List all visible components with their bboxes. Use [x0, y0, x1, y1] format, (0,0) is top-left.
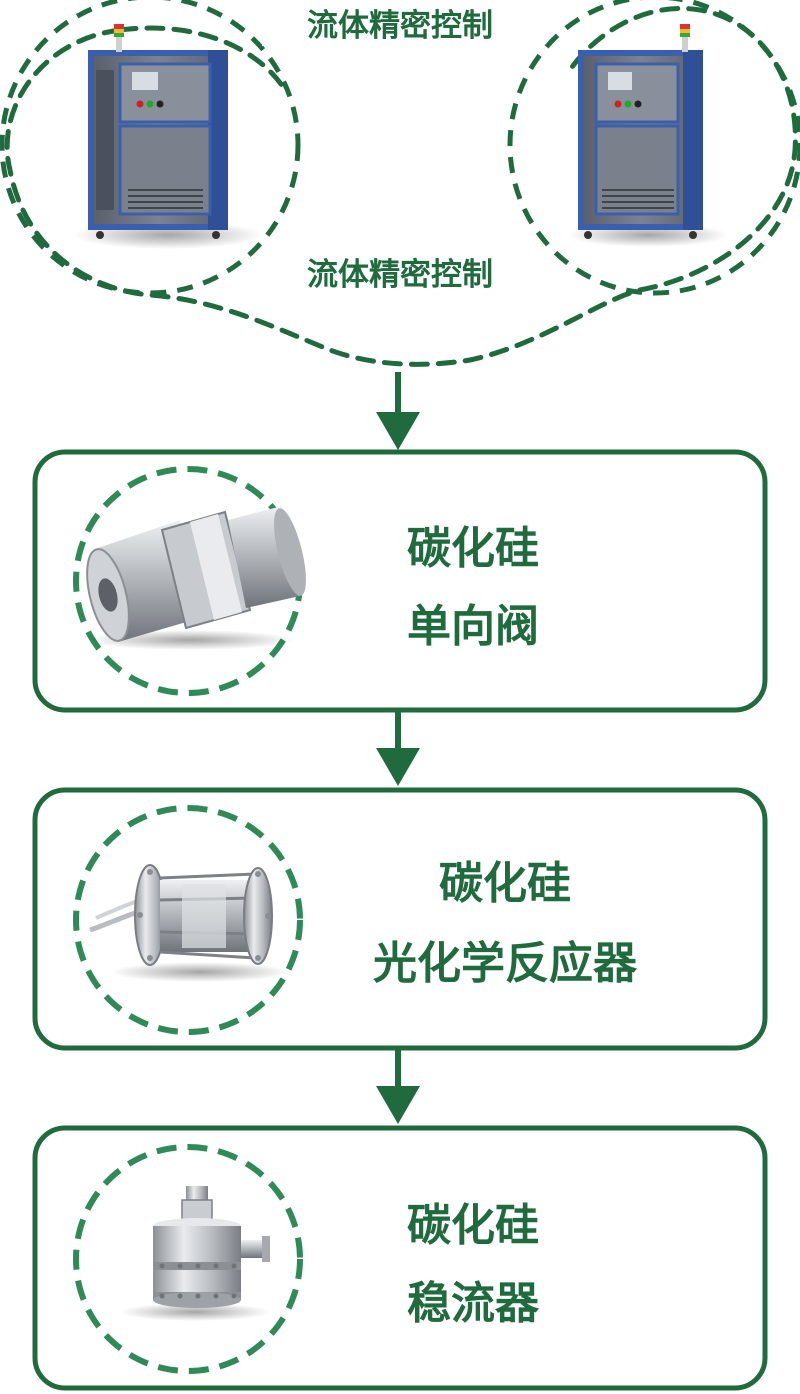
flow-arrow — [376, 1050, 420, 1124]
flow-arrow — [376, 372, 420, 450]
step-title-line2: 单向阀 — [407, 601, 539, 652]
photochemical-reactor-icon — [89, 864, 290, 982]
step-title-line1: 碳化硅 — [407, 523, 539, 574]
product-dashed-circle — [73, 1144, 303, 1374]
flow-stabilizer-icon — [120, 1186, 270, 1321]
chiller-cabinet-icon — [568, 24, 728, 247]
step-card-flow-stabilizer: 碳化硅 稳流器 — [32, 1125, 768, 1391]
left-dashed-circle — [0, 0, 301, 296]
cluster-label-top: 流体精密控制 — [307, 8, 493, 44]
cluster-outline — [4, 6, 798, 367]
check-valve-icon — [85, 506, 306, 650]
step-title-line1: 碳化硅 — [407, 1200, 539, 1251]
step-title-line2: 光化学反应器 — [373, 938, 638, 989]
cluster-label-bottom: 流体精密控制 — [307, 257, 493, 293]
flow-arrow — [376, 712, 420, 786]
product-dashed-circle — [73, 805, 303, 1035]
step-card-check-valve: 碳化硅 单向阀 — [32, 449, 768, 713]
top-cluster: 流体精密控制 流体精密控制 — [0, 0, 800, 367]
right-dashed-circle — [507, 0, 800, 296]
step-title-line1: 碳化硅 — [439, 858, 571, 909]
chiller-cabinet-icon — [73, 24, 263, 249]
step-card-photochemical-reactor: 碳化硅 光化学反应器 — [32, 787, 768, 1051]
step-title-line2: 稳流器 — [407, 1278, 540, 1329]
